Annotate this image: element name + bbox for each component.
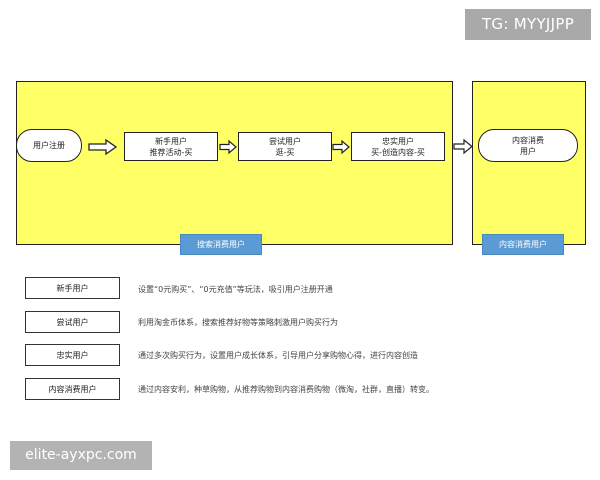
watermark-bottom: elite-ayxpc.com	[10, 441, 152, 470]
node-new-user: 新手用户 推荐活动-买	[124, 132, 218, 161]
arrow-register-to-new	[88, 138, 118, 156]
arrow-new-to-try	[219, 139, 237, 155]
node-loyal-user-sub: 买-创造内容-买	[371, 147, 425, 157]
watermark-top: TG: MYYJJPP	[465, 9, 591, 40]
content-consumer-tag: 内容消费用户	[482, 234, 564, 255]
node-loyal-user: 忠实用户 买-创造内容-买	[351, 132, 445, 161]
node-content-user-sub: 用户	[520, 146, 536, 156]
node-loyal-user-title: 忠实用户	[382, 136, 414, 146]
legend-term-new-user: 新手用户	[25, 277, 120, 299]
search-consumer-region	[16, 81, 453, 245]
node-content-user: 内容消费 用户	[478, 129, 578, 162]
node-user-register-label: 用户注册	[33, 141, 65, 150]
legend-desc-new-user: 设置“0元购买”、“0元充值”等玩法，吸引用户注册开通	[138, 285, 333, 294]
node-content-user-title: 内容消费	[512, 135, 544, 145]
node-user-register: 用户注册	[16, 129, 82, 162]
arrow-loyal-to-content	[453, 138, 473, 155]
legend-desc-content-user: 通过内容安利，种草购物，从推荐购物到内容消费购物（微淘，社群，直播）转变。	[138, 385, 434, 394]
node-try-user-sub: 逛-买	[275, 147, 295, 157]
legend-desc-loyal-user: 通过多次购买行为，设置用户成长体系，引导用户分享购物心得，进行内容创造	[138, 351, 418, 360]
node-new-user-sub: 推荐活动-买	[149, 147, 193, 157]
legend-term-loyal-user: 忠实用户	[25, 344, 120, 366]
legend-term-content-user: 内容消费用户	[25, 378, 120, 400]
node-new-user-title: 新手用户	[155, 136, 187, 146]
node-try-user-title: 尝试用户	[269, 136, 301, 146]
content-consumer-region	[472, 81, 586, 245]
legend-term-try-user: 尝试用户	[25, 311, 120, 333]
arrow-try-to-loyal	[332, 139, 350, 155]
legend-desc-try-user: 利用淘金币体系，搜索推荐好物等策略刺激用户购买行为	[138, 318, 338, 327]
node-try-user: 尝试用户 逛-买	[238, 132, 332, 161]
search-consumer-tag: 搜索消费用户	[180, 234, 262, 255]
